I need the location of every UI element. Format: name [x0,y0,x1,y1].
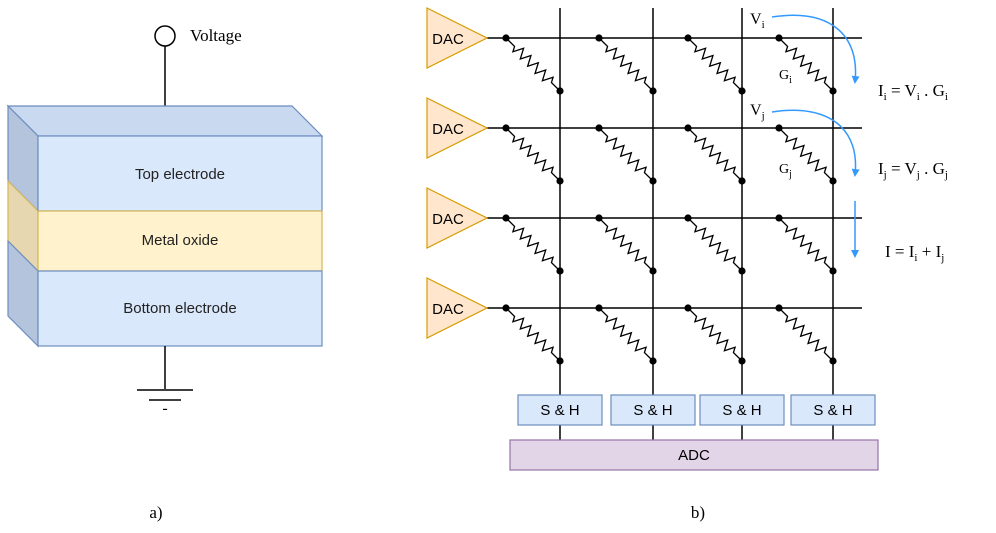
junction-dot-row-r3-c3 [684,214,692,222]
junction-dot-row-r4-c4 [775,304,783,312]
memristor-r4-c3 [687,307,743,362]
equation-sum: I = Ii + Ij [885,242,944,264]
v-j-label: Vj [750,102,765,122]
dac-4 [426,277,489,339]
bottom-electrode-label: Bottom electrode [123,300,236,317]
dac-column: DAC DAC DAC DAC [426,7,489,339]
voltage-label: Voltage [190,26,242,45]
junction-dot-col-r2-c1 [556,177,564,185]
memristor-r3-c3 [687,217,743,272]
memristor-r2-c2 [598,127,654,182]
junction-dot-col-r2-c3 [738,177,746,185]
equation-ii: Ii = Vi . Gi [878,81,948,103]
memristor-r1-c4 [778,37,834,92]
g-i-label: Gi [779,68,792,86]
memristor-r2-c4 [778,127,834,182]
junction-dot-row-r3-c2 [595,214,603,222]
top-electrode-label: Top electrode [135,166,225,183]
junction-dot-row-r4-c3 [684,304,692,312]
junction-dot-col-r1-c3 [738,87,746,95]
dac-4-label: DAC [432,301,464,318]
panel-b: DAC DAC DAC DAC S & H S & H S & H S & H … [426,7,948,522]
memristor-r4-c4 [778,307,834,362]
junction-dot-row-r1-c1 [502,34,510,42]
junction-dot-col-r4-c2 [649,357,657,365]
sample-hold-2-label: S & H [633,402,672,419]
sample-hold-row: S & H S & H S & H S & H [517,394,876,426]
panel-a: Voltage Top electrode Metal oxide Bottom… [6,25,324,522]
metal-oxide-label: Metal oxide [142,232,219,249]
junction-dot-col-r2-c4 [829,177,837,185]
sample-hold-1 [517,394,603,426]
junction-dot-row-r2-c4 [775,124,783,132]
dac-2 [426,97,489,159]
memristor-r3-c2 [598,217,654,272]
dac-1-label: DAC [432,31,464,48]
junction-dot-row-r2-c3 [684,124,692,132]
memristor-r4-c1 [505,307,561,362]
caption-a: a) [149,503,162,522]
dac-2-label: DAC [432,121,464,138]
device-top-face [6,105,324,137]
memristor-device: Top electrode Metal oxide Bottom electro… [6,104,324,348]
memristor-r3-c1 [505,217,561,272]
sample-hold-1-label: S & H [540,402,579,419]
junction-dot-col-r1-c1 [556,87,564,95]
adc-label: ADC [678,447,710,464]
memristor-r1-c3 [687,37,743,92]
junction-dot-row-r3-c1 [502,214,510,222]
equation-ij: Ij = Vj . Gj [878,159,948,181]
dac-1 [426,7,489,69]
memristor-r4-c2 [598,307,654,362]
sample-hold-4-label: S & H [813,402,852,419]
junction-dot-col-r3-c3 [738,267,746,275]
junction-dot-row-r1-c4 [775,34,783,42]
current-arrow-i [771,14,860,84]
top-electrode [37,135,323,212]
junction-dot-col-r1-c2 [649,87,657,95]
junction-dot-row-r1-c2 [595,34,603,42]
g-j-label: Gj [779,162,792,180]
crossbar-array [487,8,862,440]
junction-dot-row-r1-c3 [684,34,692,42]
memristor-r1-c1 [505,37,561,92]
bottom-electrode [37,270,323,347]
junction-dot-col-r4-c4 [829,357,837,365]
caption-b: b) [691,503,705,522]
junction-dot-row-r4-c2 [595,304,603,312]
ground-symbol: - [137,346,193,417]
junction-dot-col-r1-c4 [829,87,837,95]
junction-dot-row-r2-c1 [502,124,510,132]
junction-dot-col-r3-c4 [829,267,837,275]
memristor-r1-c2 [598,37,654,92]
sample-hold-3 [699,394,785,426]
junction-dot-row-r2-c2 [595,124,603,132]
sample-hold-4 [790,394,876,426]
memristor-r2-c3 [687,127,743,182]
memristor-r3-c4 [778,217,834,272]
junction-dot-col-r4-c1 [556,357,564,365]
sample-hold-3-label: S & H [722,402,761,419]
memristor-r2-c1 [505,127,561,182]
junction-dot-row-r3-c4 [775,214,783,222]
junction-dot-col-r2-c2 [649,177,657,185]
ground-minus: - [162,400,167,417]
v-i-label: Vi [750,11,765,31]
junction-dot-col-r3-c2 [649,267,657,275]
sample-hold-2 [610,394,696,426]
dac-3 [426,187,489,249]
voltage-terminal [154,25,176,47]
dac-3-label: DAC [432,211,464,228]
junction-dot-col-r4-c3 [738,357,746,365]
junction-dot-col-r3-c1 [556,267,564,275]
adc-block [509,439,879,471]
junction-dot-row-r4-c1 [502,304,510,312]
current-arrow-j [771,109,860,177]
